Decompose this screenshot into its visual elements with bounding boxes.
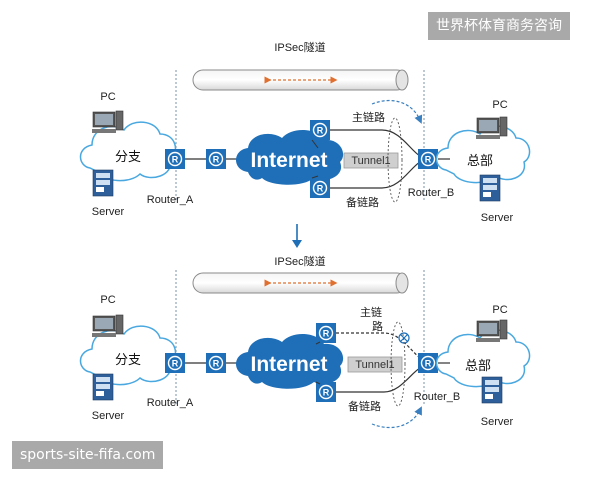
panel-bottom: IPSec隧道 分支 PC Server Router_A Internet [79,254,531,429]
server-left-label: Server [92,206,125,218]
internet-to-main-router [311,139,319,149]
panel-top: IPSec隧道 分支 PC Server Router_A Internet 主… [79,40,531,224]
router-a-icon [164,352,186,374]
main-link-router-icon [309,119,331,141]
pc-right-label: PC [492,304,507,316]
main-link-label: 主链路 [352,110,385,124]
pc-left-icon [91,314,124,338]
internet-label: Internet [250,353,327,376]
internet-to-backup-router [315,381,321,385]
server-right-label: Server [481,212,514,224]
main-link-label-line2: 路 [372,320,383,333]
branch-label: 分支 [115,149,141,164]
backup-path-arrow [371,406,422,429]
pc-right-icon [475,319,508,343]
edge-router-left-icon [205,148,227,170]
backup-link-router-icon [315,381,337,403]
tunnel-loop [390,321,406,407]
tunnel-interface-label: Tunnel1 [355,359,394,371]
branch-cloud [79,121,177,182]
backup-link-line [330,161,421,189]
hq-label: 总部 [467,153,493,168]
pc-right-icon [475,116,508,140]
pipe-end [395,272,409,294]
internet-to-backup-router [311,175,319,179]
router-b-label: Router_B [414,391,460,403]
branch-label: 分支 [115,352,141,367]
tunnel-title: IPSec隧道 [274,40,325,54]
backup-link-router-icon [309,177,331,199]
backup-link-label: 备链路 [348,399,381,413]
pc-right-label: PC [492,99,507,111]
tunnel-interface-label: Tunnel1 [351,155,390,167]
tunnel-interface-box [347,356,403,373]
edge-router-left-icon [205,352,227,374]
router-b-label: Router_B [408,187,454,199]
server-right-icon [481,376,503,404]
branch-cloud [79,325,177,386]
internet-cloud [236,129,344,185]
internet-to-main-router [315,341,321,345]
link-failure-icon [398,332,410,344]
router-a-label: Router_A [147,194,194,206]
server-left-label: Server [92,410,125,422]
main-path-arrow [371,99,423,124]
tunnel-interface-box [343,152,399,169]
router-a-label: Router_A [147,397,194,409]
backup-link-label: 备链路 [346,195,379,209]
pc-left-icon [91,110,124,134]
internet-label: Internet [250,149,327,172]
pc-left-label: PC [100,91,115,103]
main-link-label-line1: 主链 [360,305,382,319]
main-link-router-icon [315,322,337,344]
tunnel-loop [387,117,403,203]
router-a-icon [164,148,186,170]
watermark-top: 世界杯体育商务咨询 [428,12,570,40]
router-b-icon [417,352,439,374]
hq-label: 总部 [465,358,491,373]
transition-arrow [292,224,302,248]
tunnel-title: IPSec隧道 [274,254,325,268]
server-left-icon [92,169,114,197]
watermark-bottom: sports-site-fifa.com [12,441,164,469]
router-b-icon [417,148,439,170]
internet-cloud [236,333,344,389]
pc-left-label: PC [100,294,115,306]
server-left-icon [92,373,114,401]
main-link-line [330,129,421,157]
backup-link-line [336,367,421,393]
pipe-end [395,69,409,91]
server-right-icon [479,174,501,202]
server-right-label: Server [481,416,514,428]
